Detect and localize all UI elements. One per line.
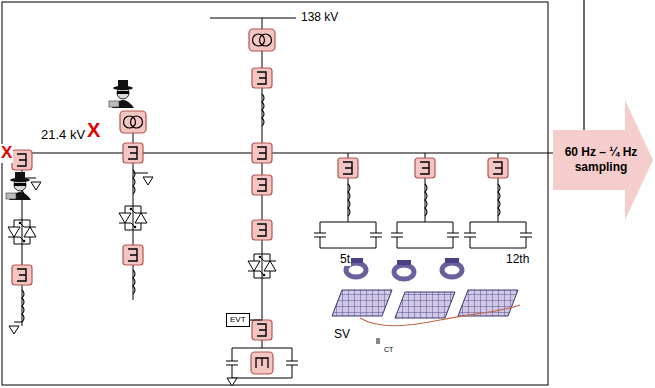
sampling-arrow: 60 Hz – ¼ Hz sampling — [553, 100, 653, 220]
bus-138kv — [210, 18, 296, 19]
arrow-fill — [553, 100, 653, 220]
signal-wire — [583, 0, 584, 130]
symbols — [6, 18, 532, 386]
node-text: 60 Hz – ¼ Hz sampling — [559, 145, 643, 175]
filter-label: 5t — [339, 253, 351, 266]
voltage-label: 21.4 kV — [40, 128, 86, 142]
frame — [2, 2, 548, 385]
bus-21kv — [0, 153, 556, 154]
ct-label: CT — [383, 346, 394, 354]
attack-mark: X — [86, 119, 101, 141]
node-text: EVT — [230, 315, 246, 325]
attack-mark: X — [0, 144, 13, 163]
sampled-values-label: SV — [333, 328, 351, 341]
evt-box: EVT — [226, 313, 250, 327]
voltage-label: 138 kV — [300, 11, 339, 24]
filter-label: 12th — [505, 253, 530, 266]
